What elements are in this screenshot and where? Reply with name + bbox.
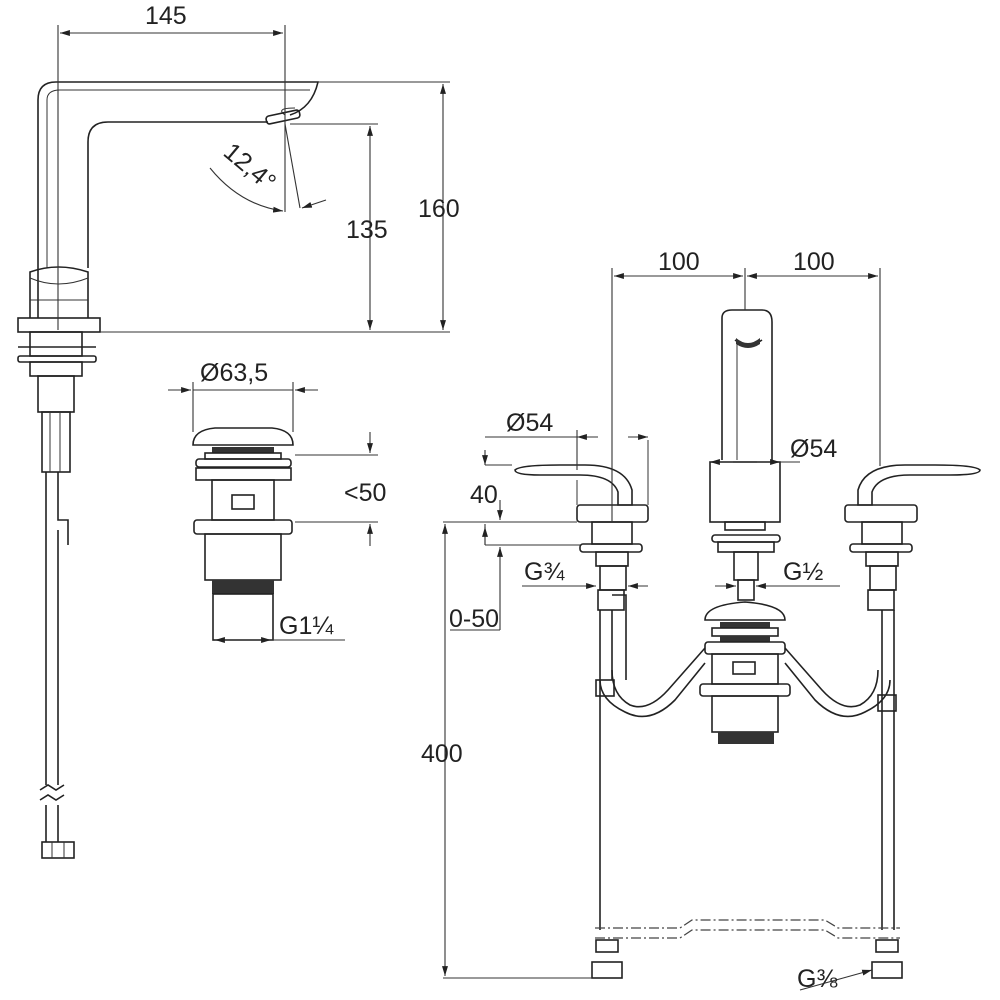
dim-waste-diameter: Ø63,5 — [200, 359, 268, 387]
dim-spacing-left: 100 — [658, 248, 700, 276]
dimension-lines-waste — [168, 382, 378, 643]
dim-spout-projection: 145 — [145, 2, 187, 30]
dim-total-height: 160 — [418, 195, 460, 223]
dimension-lines-side — [57, 25, 450, 333]
dimension-lines-front — [442, 268, 881, 991]
side-view-faucet — [17, 81, 320, 859]
front-view-right-handle — [844, 464, 981, 979]
dim-hose-thread: G⅜ — [797, 965, 837, 993]
dim-waste-height: <50 — [344, 479, 386, 507]
dim-spout-diameter: Ø54 — [790, 435, 837, 463]
pop-up-waste — [192, 427, 294, 641]
dim-hose-length: 400 — [421, 740, 463, 768]
dim-jet-angle: 12,4° — [218, 138, 281, 197]
front-view-drain — [599, 601, 891, 744]
dim-handle-diameter: Ø54 — [506, 409, 553, 437]
dim-spacing-right: 100 — [793, 248, 835, 276]
front-view-left-handle — [514, 440, 649, 979]
dim-handle-height: 40 — [470, 481, 498, 509]
dim-handle-thread: G¾ — [524, 558, 565, 586]
break-lines — [595, 919, 900, 939]
dim-waste-thread: G1¼ — [279, 612, 334, 640]
dim-deck-thickness: 0-50 — [449, 605, 499, 633]
front-view-spout — [709, 309, 781, 601]
dim-outlet-height: 135 — [346, 216, 388, 244]
dim-spout-thread: G½ — [783, 558, 823, 586]
